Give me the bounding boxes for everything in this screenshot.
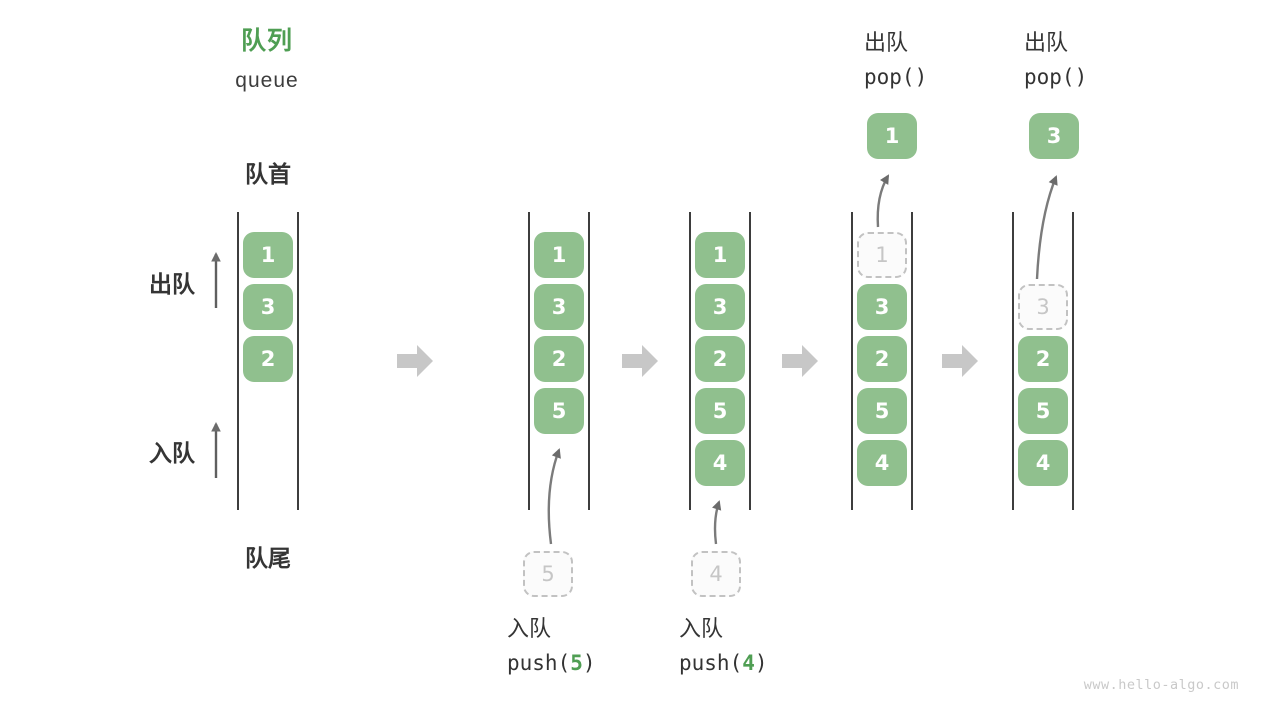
push-code-prefix: push( [679,651,743,675]
queue-item: 4 [1018,440,1068,486]
queue-item: 2 [1018,336,1068,382]
pop-label-zh: 出队 [1024,30,1069,55]
queue-item: 5 [534,388,584,434]
queue-item: 5 [695,388,745,434]
queue-item: 2 [243,336,293,382]
queue-container-after-pop-1 [851,212,913,510]
queue-item-ghost: 3 [1018,284,1068,330]
page-subtitle: queue [235,69,299,92]
pop-label-code: pop() [864,65,928,89]
pop-label-code: pop() [1024,65,1088,89]
push-label-zh: 入队 [679,616,724,641]
queue-item: 2 [857,336,907,382]
push-code-arg: 4 [742,651,755,675]
push-code-arg: 5 [570,651,583,675]
queue-container-initial [237,212,299,510]
queue-front-label: 队首 [245,161,291,187]
queue-item: 3 [857,284,907,330]
queue-item: 3 [243,284,293,330]
queue-container-after-push-5 [528,212,590,510]
push-operation-label: 入队 push(5) [507,616,596,675]
push-label-code: push(4) [679,651,768,675]
push-code-suffix: ) [582,651,596,675]
push-label-zh: 入队 [507,616,552,641]
dequeue-side-label: 出队 [149,271,195,297]
queue-item: 2 [534,336,584,382]
queue-item: 5 [857,388,907,434]
queue-item: 3 [695,284,745,330]
state-transition-arrow-icon [622,345,658,377]
push-label-code: push(5) [507,651,596,675]
page-title: 队列 [240,27,293,55]
enqueue-side-label: 入队 [149,440,195,466]
queue-item: 3 [534,284,584,330]
queue-item: 4 [857,440,907,486]
state-transition-arrow-icon [397,345,433,377]
watermark: www.hello-algo.com [1083,677,1239,693]
push-operation-label: 入队 push(4) [679,616,768,675]
queue-container-after-pop-3 [1012,212,1074,510]
push-code-prefix: push( [507,651,571,675]
pop-operation-label: 出队 pop() [1024,30,1087,89]
state-transition-arrow-icon [782,345,818,377]
popped-item: 1 [867,113,917,159]
push-code-suffix: ) [754,651,768,675]
pop-operation-label: 出队 pop() [864,30,927,89]
queue-rear-label: 队尾 [245,545,291,571]
queue-item: 5 [1018,388,1068,434]
queue-item: 1 [534,232,584,278]
title-block: 队列 queue [207,26,327,93]
queue-item: 2 [695,336,745,382]
queue-container-after-push-4 [689,212,751,510]
staged-item-ghost: 4 [691,551,741,597]
queue-item: 1 [243,232,293,278]
popped-item: 3 [1029,113,1079,159]
queue-item: 1 [695,232,745,278]
pop-label-zh: 出队 [864,30,909,55]
state-transition-arrow-icon [942,345,978,377]
staged-item-ghost: 5 [523,551,573,597]
queue-item: 4 [695,440,745,486]
queue-item-ghost: 1 [857,232,907,278]
